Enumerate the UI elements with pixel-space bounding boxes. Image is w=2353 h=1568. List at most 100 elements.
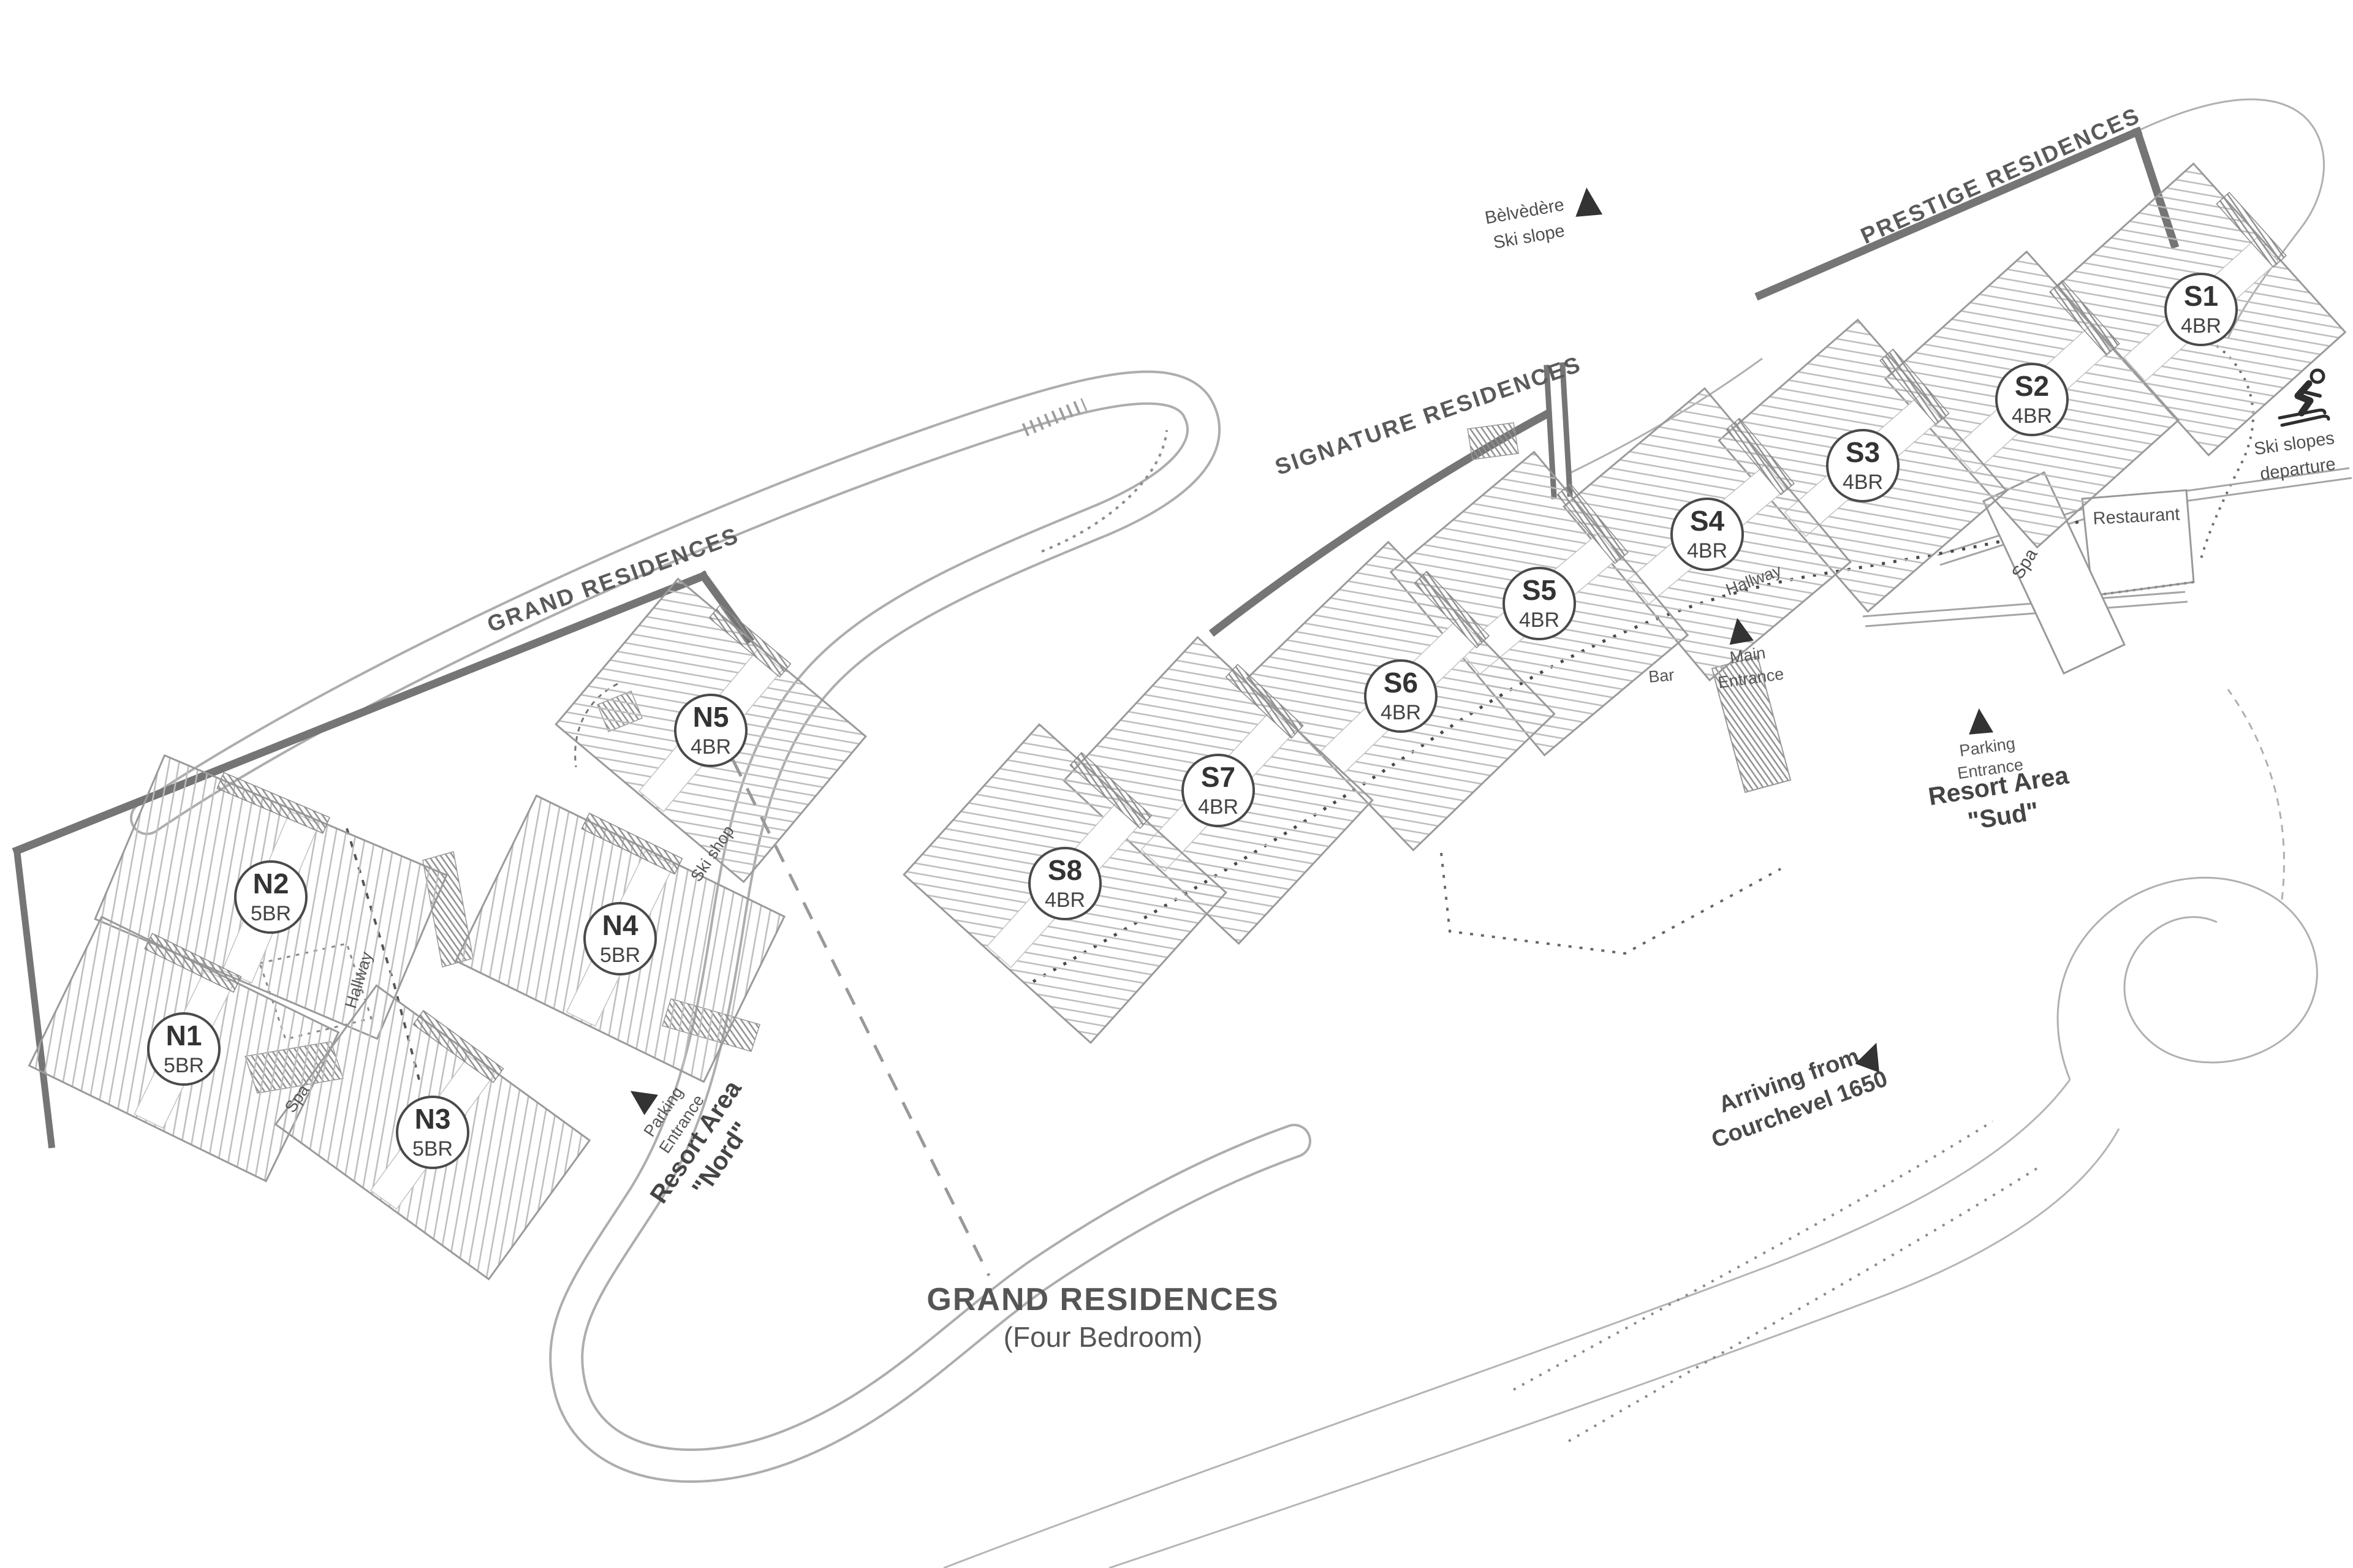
legend-title: GRAND RESIDENCES (Four Bedroom) bbox=[926, 1282, 1279, 1353]
road-se-loop bbox=[2056, 877, 2318, 1080]
badge-n5-size: 4BR bbox=[691, 735, 731, 759]
road-south-sweep-edge2 bbox=[1108, 1128, 2120, 1568]
badge-n3-circle[interactable] bbox=[396, 1096, 469, 1169]
terrace-dotted-east bbox=[2200, 339, 2254, 559]
prestige-zone-label: PRESTIGE RESIDENCES bbox=[1857, 102, 2145, 249]
legend-leader-dashed bbox=[731, 759, 991, 1277]
restaurant-dotted-edge bbox=[2092, 581, 2194, 597]
badge-s4-size: 4BR bbox=[1687, 539, 1727, 562]
badge-s2-circle[interactable] bbox=[1995, 363, 2069, 436]
badge-s3-circle[interactable] bbox=[1826, 429, 1900, 502]
legend-title-line1: GRAND RESIDENCES bbox=[926, 1282, 1279, 1317]
ski-departure-label: Ski slopes departure bbox=[2253, 428, 2336, 484]
skier-head bbox=[2309, 368, 2325, 384]
arriving-label: Arriving from Courchevel 1650 bbox=[1708, 1043, 1891, 1153]
guardrail-ticks bbox=[1021, 398, 1088, 437]
badge-n2-circle[interactable] bbox=[234, 860, 308, 934]
stairs-strip-signature bbox=[1467, 422, 1519, 460]
skier-ski-2 bbox=[2280, 414, 2330, 427]
road-arrival-dotted-1 bbox=[1513, 1120, 1994, 1391]
badge-n4-circle[interactable] bbox=[583, 902, 657, 975]
badge-s7-circle[interactable] bbox=[1181, 754, 1255, 827]
badge-s4-code: S4 bbox=[1690, 505, 1725, 537]
terrace-line-1 bbox=[1862, 591, 2186, 618]
badge-n4-code: N4 bbox=[602, 909, 638, 941]
badge-s4-circle[interactable] bbox=[1670, 498, 1744, 571]
badge-s1-circle[interactable] bbox=[2164, 273, 2238, 346]
badge-s6-circle[interactable] bbox=[1364, 659, 1438, 733]
badge-s3-code: S3 bbox=[1846, 436, 1880, 468]
badge-n1-circle[interactable] bbox=[147, 1012, 221, 1086]
residence-buildings bbox=[28, 162, 2347, 1281]
building-s3-balcony-strip bbox=[1879, 348, 1950, 426]
prestige-zone-line bbox=[1754, 126, 2143, 301]
building-n3-balcony-strip bbox=[412, 1010, 504, 1083]
badge-s2-code: S2 bbox=[2015, 370, 2049, 402]
badge-s3-size: 4BR bbox=[1843, 471, 1883, 494]
badge-n2-code: N2 bbox=[253, 868, 289, 900]
badge-n3-code: N3 bbox=[415, 1103, 451, 1135]
restaurant-label: Restaurant bbox=[2093, 504, 2180, 528]
building-s7-balcony-strip bbox=[1225, 664, 1304, 739]
badge-s5-circle[interactable] bbox=[1502, 567, 1576, 640]
badge-s7-size: 4BR bbox=[1198, 795, 1238, 819]
building-n2-balcony-strip bbox=[216, 771, 330, 834]
badge-s5-size: 4BR bbox=[1519, 608, 1559, 632]
skier-arm bbox=[2298, 389, 2322, 398]
road-hairpin-inner-dotted bbox=[1041, 430, 1168, 553]
terrace-line-2 bbox=[1865, 600, 2188, 627]
belvedere-arrow-icon bbox=[1575, 187, 1603, 217]
building-s2-balcony-strip bbox=[2048, 279, 2120, 356]
bar-label: Bar bbox=[1648, 665, 1675, 686]
signature-gap-line-2 bbox=[1559, 362, 1573, 497]
building-s4-balcony-strip bbox=[1726, 417, 1795, 496]
main-entrance-arrow-icon bbox=[1729, 618, 1754, 645]
badge-s8-size: 4BR bbox=[1045, 888, 1085, 912]
parking-nord-arrow-icon bbox=[630, 1091, 658, 1115]
badge-n1-size: 5BR bbox=[164, 1054, 204, 1077]
grand-zone-line bbox=[12, 570, 709, 856]
walkway-dotted-pocket bbox=[1440, 852, 1781, 955]
skier-ski-1 bbox=[2278, 408, 2327, 420]
badge-s8-circle[interactable] bbox=[1028, 847, 1102, 920]
badge-s5-code: S5 bbox=[1522, 574, 1556, 606]
belvedere-label: Bèlvèdère Ski slope bbox=[1483, 195, 1566, 252]
building-s6-balcony-strip bbox=[1414, 570, 1490, 649]
badge-s7-code: S7 bbox=[1201, 761, 1235, 793]
building-s1-balcony-strip bbox=[2216, 192, 2287, 268]
building-n5-balcony-strip bbox=[708, 604, 792, 678]
badge-n1-code: N1 bbox=[166, 1020, 202, 1051]
resort-sud-label: Resort Area "Sud" bbox=[1927, 760, 2071, 835]
building-badges: S14BRS24BRS34BRS44BRS54BRS64BRS74BRS84BR… bbox=[147, 273, 2238, 1169]
main-entrance-stairs bbox=[1711, 655, 1792, 793]
badge-s6-size: 4BR bbox=[1381, 701, 1421, 724]
badge-s8-code: S8 bbox=[1048, 854, 1082, 886]
building-n4-balcony-strip bbox=[581, 812, 683, 875]
legend-title-line2: (Four Bedroom) bbox=[1004, 1321, 1203, 1353]
road-se-loop-exit bbox=[2227, 689, 2286, 900]
building-s5-balcony-strip bbox=[1556, 483, 1629, 564]
badge-s2-size: 4BR bbox=[2012, 404, 2052, 428]
road-south-sweep-edge1 bbox=[943, 1079, 2071, 1568]
arriving-arrow-icon bbox=[1855, 1042, 1879, 1073]
badge-s6-code: S6 bbox=[1384, 667, 1418, 699]
badge-n5-circle[interactable] bbox=[674, 694, 748, 767]
grand-zone-west-line bbox=[13, 849, 56, 1149]
badge-n3-size: 5BR bbox=[412, 1137, 453, 1161]
badge-s1-size: 4BR bbox=[2181, 314, 2221, 338]
